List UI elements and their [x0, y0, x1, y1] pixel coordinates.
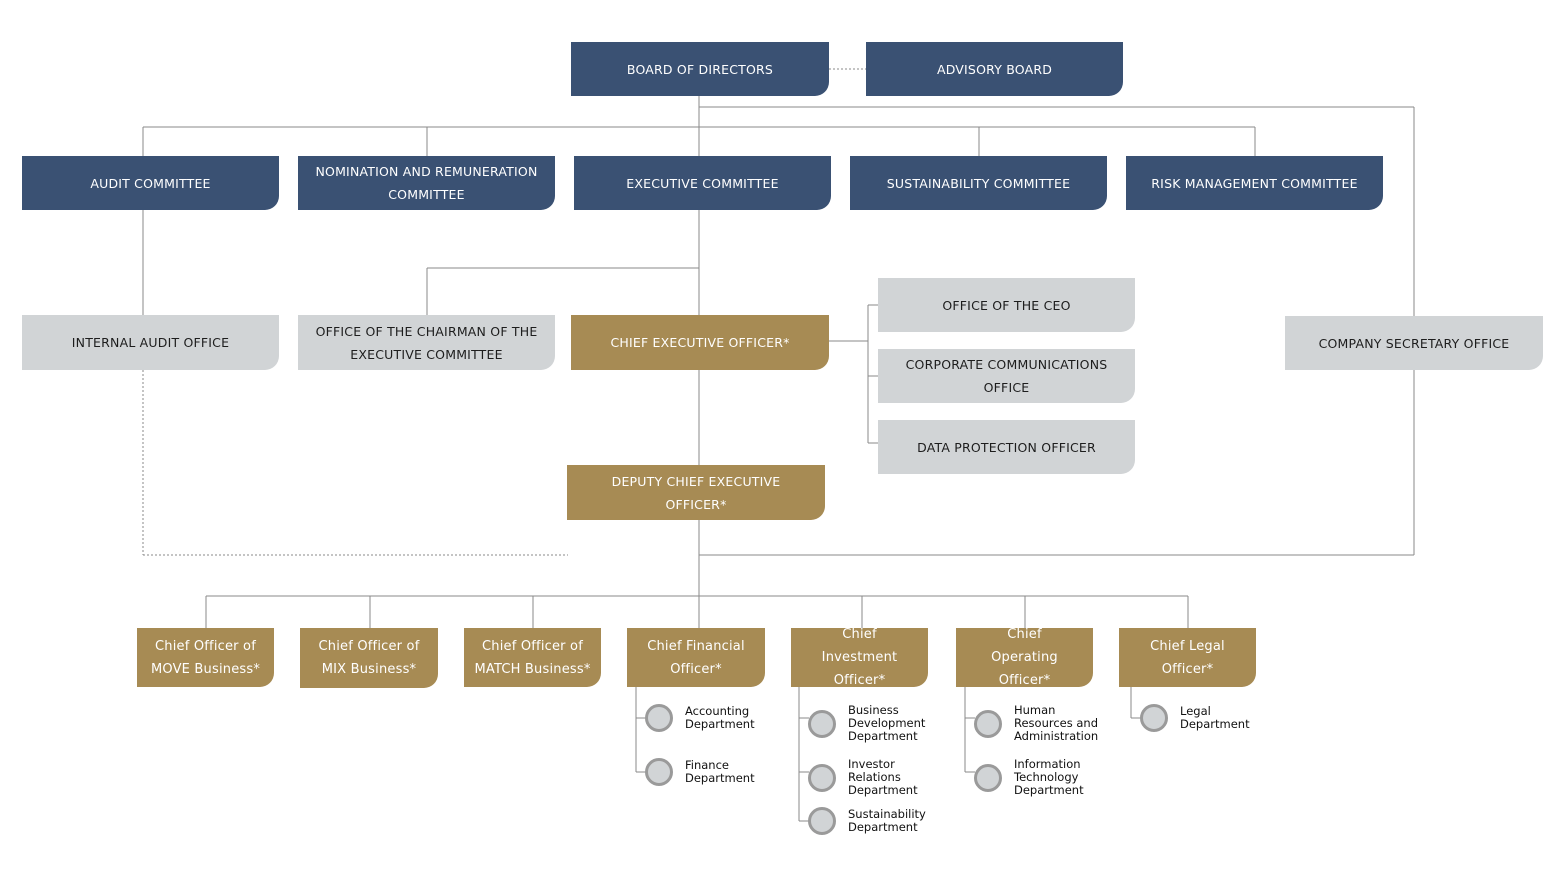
- hr-department-label: Human Resources and Administration: [1014, 703, 1099, 743]
- nomination-committee-node: NOMINATION AND REMUNERATION COMMITTEE: [298, 156, 555, 210]
- investor-relations-department: Investor Relations Department: [808, 758, 918, 797]
- board-of-directors-node: BOARD OF DIRECTORS: [571, 42, 829, 96]
- chief-mix-label: Chief Officer of MIX Business*: [318, 639, 420, 677]
- cio-node: Chief Investment Officer*: [791, 627, 928, 688]
- department-dot-icon: [645, 704, 673, 732]
- chief-move-node: Chief Officer of MOVE Business*: [137, 628, 274, 687]
- advisory-board-label: ADVISORY BOARD: [936, 61, 1053, 77]
- investor-relations-label: Investor Relations Department: [848, 757, 918, 797]
- internal-audit-office-label: INTERNAL AUDIT OFFICE: [71, 335, 230, 350]
- data-protection-label: DATA PROTECTION OFFICER: [917, 439, 1096, 455]
- office-of-ceo-label: OFFICE OF THE CEO: [942, 297, 1071, 313]
- corporate-communications-label: CORPORATE COMMUNICATIONS OFFICE: [905, 357, 1108, 395]
- coo-node: Chief Operating Officer*: [956, 627, 1093, 688]
- accounting-department-label: Accounting Department: [685, 704, 755, 731]
- ceo-node: CHIEF EXECUTIVE OFFICER*: [571, 315, 829, 370]
- department-dot-icon: [645, 758, 673, 786]
- company-secretary-label: COMPANY SECRETARY OFFICE: [1318, 335, 1510, 351]
- risk-management-committee-node: RISK MANAGEMENT COMMITTEE: [1126, 156, 1383, 210]
- clo-node: Chief Legal Officer*: [1119, 628, 1256, 687]
- sustainability-department: Sustainability Department: [808, 807, 926, 835]
- chairman-office-node: OFFICE OF THE CHAIRMAN OF THE EXECUTIVE …: [298, 315, 555, 370]
- department-dot-icon: [974, 709, 1002, 738]
- deputy-ceo-label: DEPUTY CHIEF EXECUTIVE OFFICER*: [611, 473, 781, 512]
- sustainability-department-label: Sustainability Department: [848, 807, 926, 834]
- internal-audit-office-node: INTERNAL AUDIT OFFICE: [22, 315, 279, 370]
- business-development-department: Business Development Department: [808, 704, 925, 743]
- legal-department: Legal Department: [1140, 704, 1250, 732]
- office-of-ceo-node: OFFICE OF THE CEO: [878, 278, 1135, 332]
- audit-committee-label: AUDIT COMMITTEE: [90, 175, 211, 191]
- finance-department-label: Finance Department: [685, 758, 755, 785]
- department-dot-icon: [808, 807, 836, 835]
- legal-department-label: Legal Department: [1180, 704, 1250, 731]
- cfo-label: Chief Financial Officer*: [647, 638, 745, 677]
- it-department-label: Information Technology Department: [1014, 757, 1084, 797]
- advisory-board-node: ADVISORY BOARD: [866, 42, 1123, 96]
- chairman-office-label: OFFICE OF THE CHAIRMAN OF THE EXECUTIVE …: [315, 323, 538, 362]
- it-department: Information Technology Department: [974, 758, 1084, 797]
- risk-committee-label: RISK MANAGEMENT COMMITTEE: [1151, 175, 1358, 191]
- executive-committee-label: EXECUTIVE COMMITTEE: [626, 175, 779, 191]
- department-dot-icon: [808, 709, 836, 738]
- hr-department: Human Resources and Administration: [974, 704, 1098, 743]
- chief-mix-node: Chief Officer of MIX Business*: [300, 628, 438, 688]
- sustainability-committee-label: SUSTAINABILITY COMMITTEE: [886, 175, 1071, 191]
- audit-committee-node: AUDIT COMMITTEE: [22, 156, 279, 210]
- clo-label: Chief Legal Officer*: [1150, 638, 1225, 677]
- coo-label: Chief Operating Officer*: [991, 627, 1058, 688]
- company-secretary-office-node: COMPANY SECRETARY OFFICE: [1285, 316, 1543, 370]
- deputy-ceo-node: DEPUTY CHIEF EXECUTIVE OFFICER*: [567, 465, 825, 520]
- accounting-department: Accounting Department: [645, 704, 755, 732]
- ceo-label: CHIEF EXECUTIVE OFFICER*: [610, 335, 790, 350]
- department-dot-icon: [808, 763, 836, 792]
- nomination-committee-label: NOMINATION AND REMUNERATION COMMITTEE: [315, 164, 538, 202]
- data-protection-officer-node: DATA PROTECTION OFFICER: [878, 420, 1135, 474]
- executive-committee-node: EXECUTIVE COMMITTEE: [574, 156, 831, 210]
- sustainability-committee-node: SUSTAINABILITY COMMITTEE: [850, 156, 1107, 210]
- corporate-communications-node: CORPORATE COMMUNICATIONS OFFICE: [878, 349, 1135, 403]
- department-dot-icon: [974, 763, 1002, 792]
- chief-match-label: Chief Officer of MATCH Business*: [474, 638, 591, 677]
- business-development-label: Business Development Department: [848, 703, 926, 743]
- chief-match-node: Chief Officer of MATCH Business*: [464, 628, 601, 687]
- board-of-directors-label: BOARD OF DIRECTORS: [626, 61, 774, 77]
- finance-department: Finance Department: [645, 758, 755, 786]
- cfo-node: Chief Financial Officer*: [627, 628, 765, 687]
- department-dot-icon: [1140, 704, 1168, 732]
- cio-label: Chief Investment Officer*: [821, 627, 898, 688]
- chief-move-label: Chief Officer of MOVE Business*: [150, 638, 261, 677]
